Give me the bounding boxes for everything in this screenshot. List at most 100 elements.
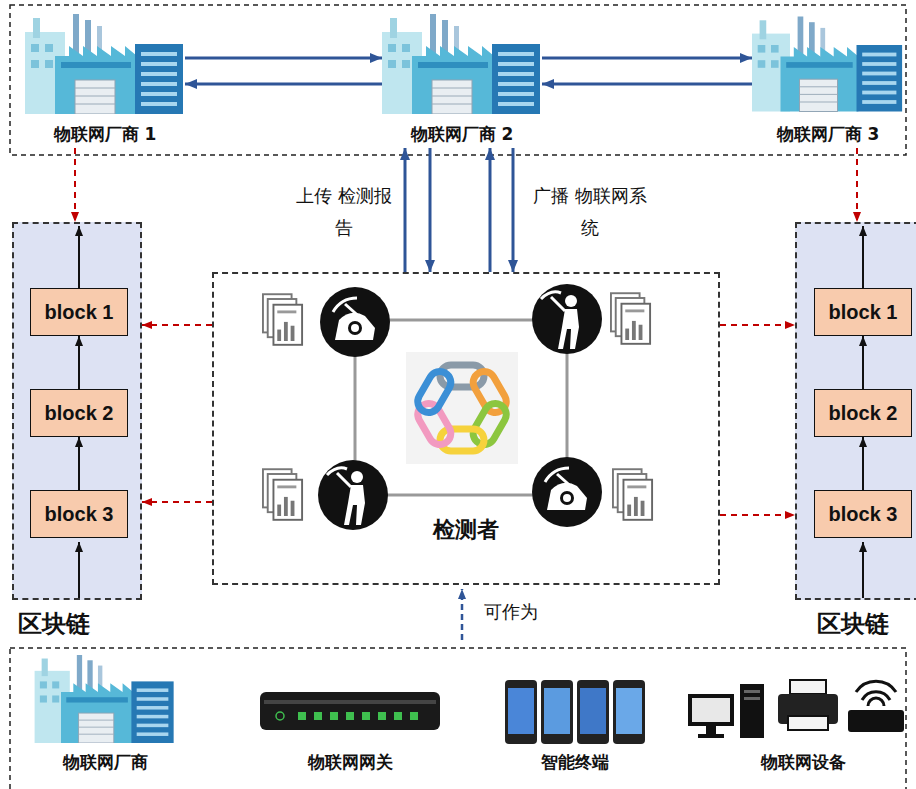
chain-out-arrow xyxy=(78,226,80,288)
flow-arrow xyxy=(512,148,515,272)
node-label: 检测者 xyxy=(214,517,718,543)
monitor xyxy=(688,694,734,726)
node-label: block 2 xyxy=(829,402,898,425)
wifi-wave xyxy=(868,698,884,706)
power-led xyxy=(276,712,284,720)
pc-slot xyxy=(744,697,760,700)
block-box: block 3 xyxy=(814,490,912,538)
candidate-label: 物联网厂商 xyxy=(45,752,165,772)
chain-arrow xyxy=(78,437,80,490)
gateway-edge xyxy=(264,700,436,704)
record-arrow xyxy=(720,324,795,326)
node-label: block 3 xyxy=(829,503,898,526)
port-led xyxy=(314,712,322,720)
chain-panel-fill xyxy=(795,222,916,600)
gateway-body xyxy=(260,692,440,730)
node-label: block 3 xyxy=(45,503,114,526)
flow-arrow xyxy=(542,57,752,60)
node-label: 物联网厂商 3 xyxy=(752,124,904,144)
port-led xyxy=(410,712,418,720)
printer-output xyxy=(788,716,828,730)
flow-arrow xyxy=(185,57,382,60)
node-label: block 1 xyxy=(829,301,898,324)
port-led xyxy=(378,712,386,720)
miner-icon xyxy=(318,460,388,530)
phone xyxy=(541,680,573,744)
panel-heading: 区块链 xyxy=(14,610,140,639)
pc-tower xyxy=(740,684,764,738)
block-box: block 1 xyxy=(814,288,912,336)
node-label: 物联网厂商 2 xyxy=(382,124,542,144)
node-label: block 2 xyxy=(45,402,114,425)
edge-label: 上传 检测报告 xyxy=(292,180,396,245)
device-icons xyxy=(688,680,904,738)
phone xyxy=(505,680,537,744)
candidate-region xyxy=(10,648,906,789)
chain-link xyxy=(469,399,510,448)
chain-out-arrow xyxy=(862,226,864,288)
edge-label: 广播 物联网系统 xyxy=(526,180,654,245)
chain-panel-fill xyxy=(12,222,142,600)
miner-icon xyxy=(532,284,602,354)
monitor-stand xyxy=(706,726,716,734)
monitor-base xyxy=(698,734,724,738)
record-arrow xyxy=(720,514,795,516)
block-box: block 3 xyxy=(30,490,128,538)
port-led xyxy=(394,712,402,720)
record-arrow xyxy=(74,148,76,222)
printer-paper xyxy=(790,680,826,694)
report-icon xyxy=(613,469,652,520)
logo-ground xyxy=(406,352,518,464)
role-label: 可作为 xyxy=(476,601,546,623)
port-led xyxy=(362,712,370,720)
blockchain-panel: 区块链block 1block 2block 3 xyxy=(795,222,916,600)
factory-icon xyxy=(382,14,540,114)
block-box: block 1 xyxy=(30,288,128,336)
phone xyxy=(613,680,645,744)
record-arrow xyxy=(142,501,212,503)
flow-arrow xyxy=(185,83,382,86)
vendor-node: 物联网厂商 3 xyxy=(752,12,904,148)
phone-screen xyxy=(508,688,534,734)
peer-links xyxy=(355,320,567,495)
port-led xyxy=(346,712,354,720)
chain-in-arrow xyxy=(78,542,80,598)
detector-region: 检测者 xyxy=(212,272,720,585)
factory-icon xyxy=(752,17,902,112)
factory-icon xyxy=(25,14,183,114)
node-label: 物联网厂商 1 xyxy=(25,124,185,144)
phone-screen xyxy=(616,688,642,734)
port-led xyxy=(298,712,306,720)
vendor-node: 物联网厂商 1 xyxy=(25,12,185,148)
monitor-screen xyxy=(692,698,730,722)
flow-arrow xyxy=(404,148,407,272)
pc-slot xyxy=(744,690,760,693)
chain-arrow xyxy=(78,336,80,389)
phone-screen xyxy=(544,688,570,734)
phone xyxy=(577,680,609,744)
chain-in-arrow xyxy=(862,542,864,598)
port-led xyxy=(330,712,338,720)
wifi-wave xyxy=(856,681,896,692)
chain-logo xyxy=(406,352,518,464)
candidate-label: 物联网网关 xyxy=(290,752,410,772)
candidate-label: 智能终端 xyxy=(515,752,635,772)
panel-heading: 区块链 xyxy=(797,610,916,639)
vendor-node: 物联网厂商 2 xyxy=(382,12,542,148)
node-label: block 1 xyxy=(45,301,114,324)
chain-arrow xyxy=(862,437,864,490)
miner-icon xyxy=(320,287,390,357)
report-icon xyxy=(263,469,302,520)
gateway-icon xyxy=(260,692,440,730)
flow-arrow xyxy=(429,148,432,272)
block-box: block 2 xyxy=(814,389,912,437)
record-arrow xyxy=(856,148,858,222)
chain-link xyxy=(414,367,455,416)
report-icon xyxy=(263,294,302,345)
vendor-region xyxy=(10,5,906,155)
role-arrow xyxy=(461,589,464,640)
miner-icon xyxy=(532,457,602,527)
